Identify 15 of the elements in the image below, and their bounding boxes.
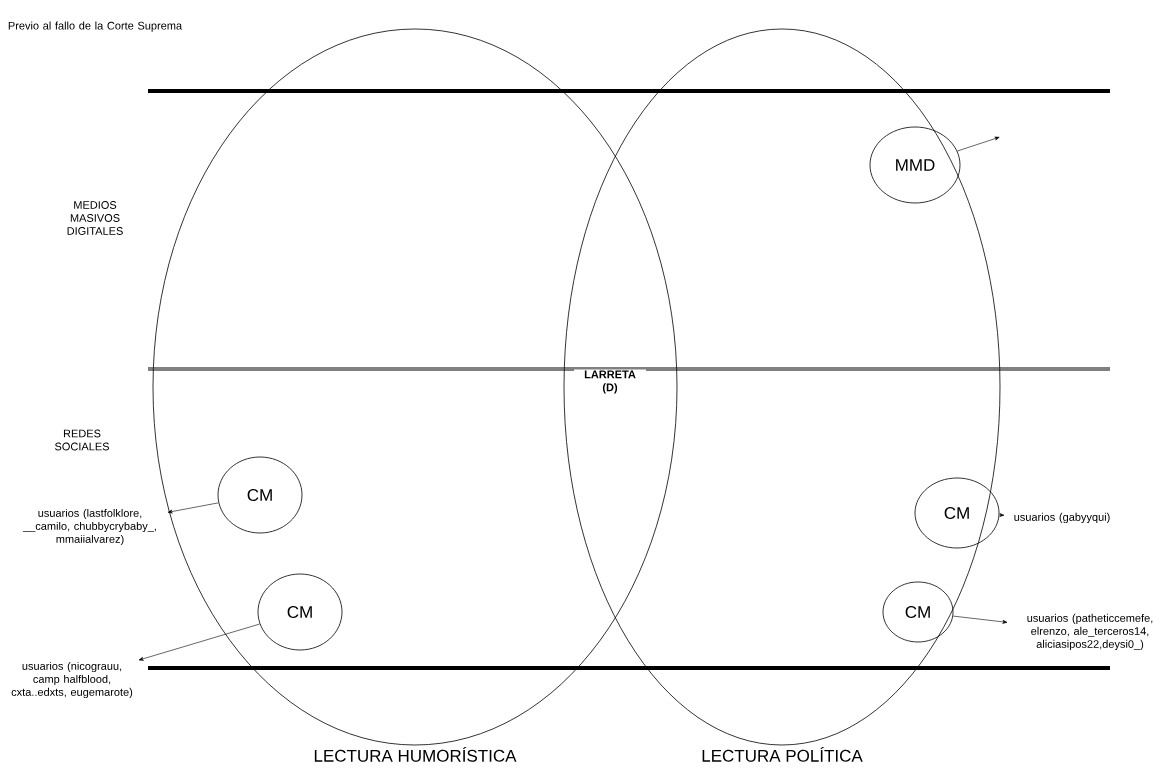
arrow <box>167 502 219 514</box>
note-text: Previo al fallo de la Corte Suprema <box>8 21 183 32</box>
user-note: usuarios (patheticcemefe, elrenzo, ale_terceros14, aliciasipos22,deysi0_) <box>1027 613 1153 651</box>
arrow <box>138 623 261 661</box>
user-note: usuarios (nicograuu, camp halfblood, cxta..edxts, eugemarote) <box>11 661 133 699</box>
user-note: usuarios (gabyyqui) <box>1014 512 1110 524</box>
arrow <box>952 615 1008 624</box>
arrow <box>957 136 1000 152</box>
node-label: LECTURA HUMORÍSTICA <box>314 746 517 762</box>
arrow <box>999 513 1005 517</box>
region-label: LARRETA (D) <box>574 369 646 395</box>
node-label: LECTURA POLÍTICA <box>702 746 863 762</box>
region-label: REDES SOCIALES <box>55 429 109 451</box>
user-note: usuarios (lastfolklore, __camilo, chubbycrybaby_, mmaiialvarez) <box>22 508 156 546</box>
region-label: MEDIOS MASIVOS DIGITALES <box>67 201 123 235</box>
